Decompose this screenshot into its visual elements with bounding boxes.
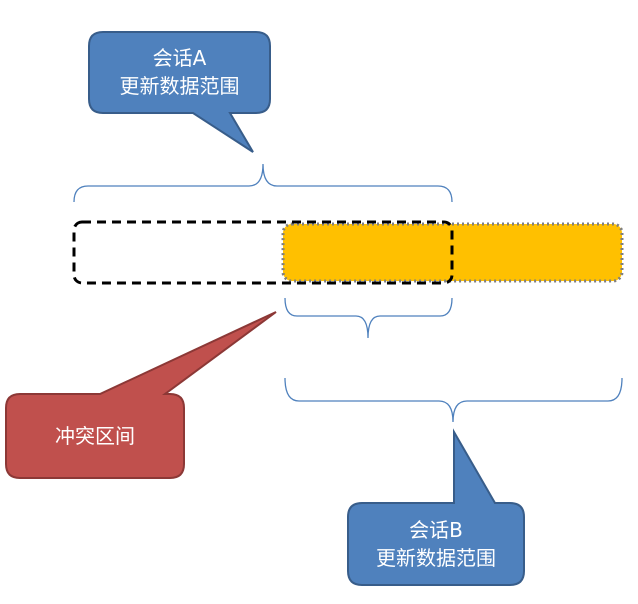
session-a-range [72,220,454,285]
conflict-title: 冲突区间 [55,424,135,448]
conflict-brace [284,297,453,339]
session-b-brace [284,377,623,423]
session-b-title: 会话B [409,518,463,542]
conflict-callout-text: 冲突区间 [6,422,184,450]
session-a-callout-text: 会话A 更新数据范围 [89,44,270,100]
session-a-brace [73,163,453,203]
session-b-callout [347,428,525,586]
conflict-callout [5,311,277,479]
session-a-title: 会话A [152,46,207,70]
session-b-callout-text: 会话B 更新数据范围 [348,516,524,572]
session-a-subtitle: 更新数据范围 [119,74,240,98]
session-a-callout [88,31,271,153]
session-b-subtitle: 更新数据范围 [376,546,496,570]
